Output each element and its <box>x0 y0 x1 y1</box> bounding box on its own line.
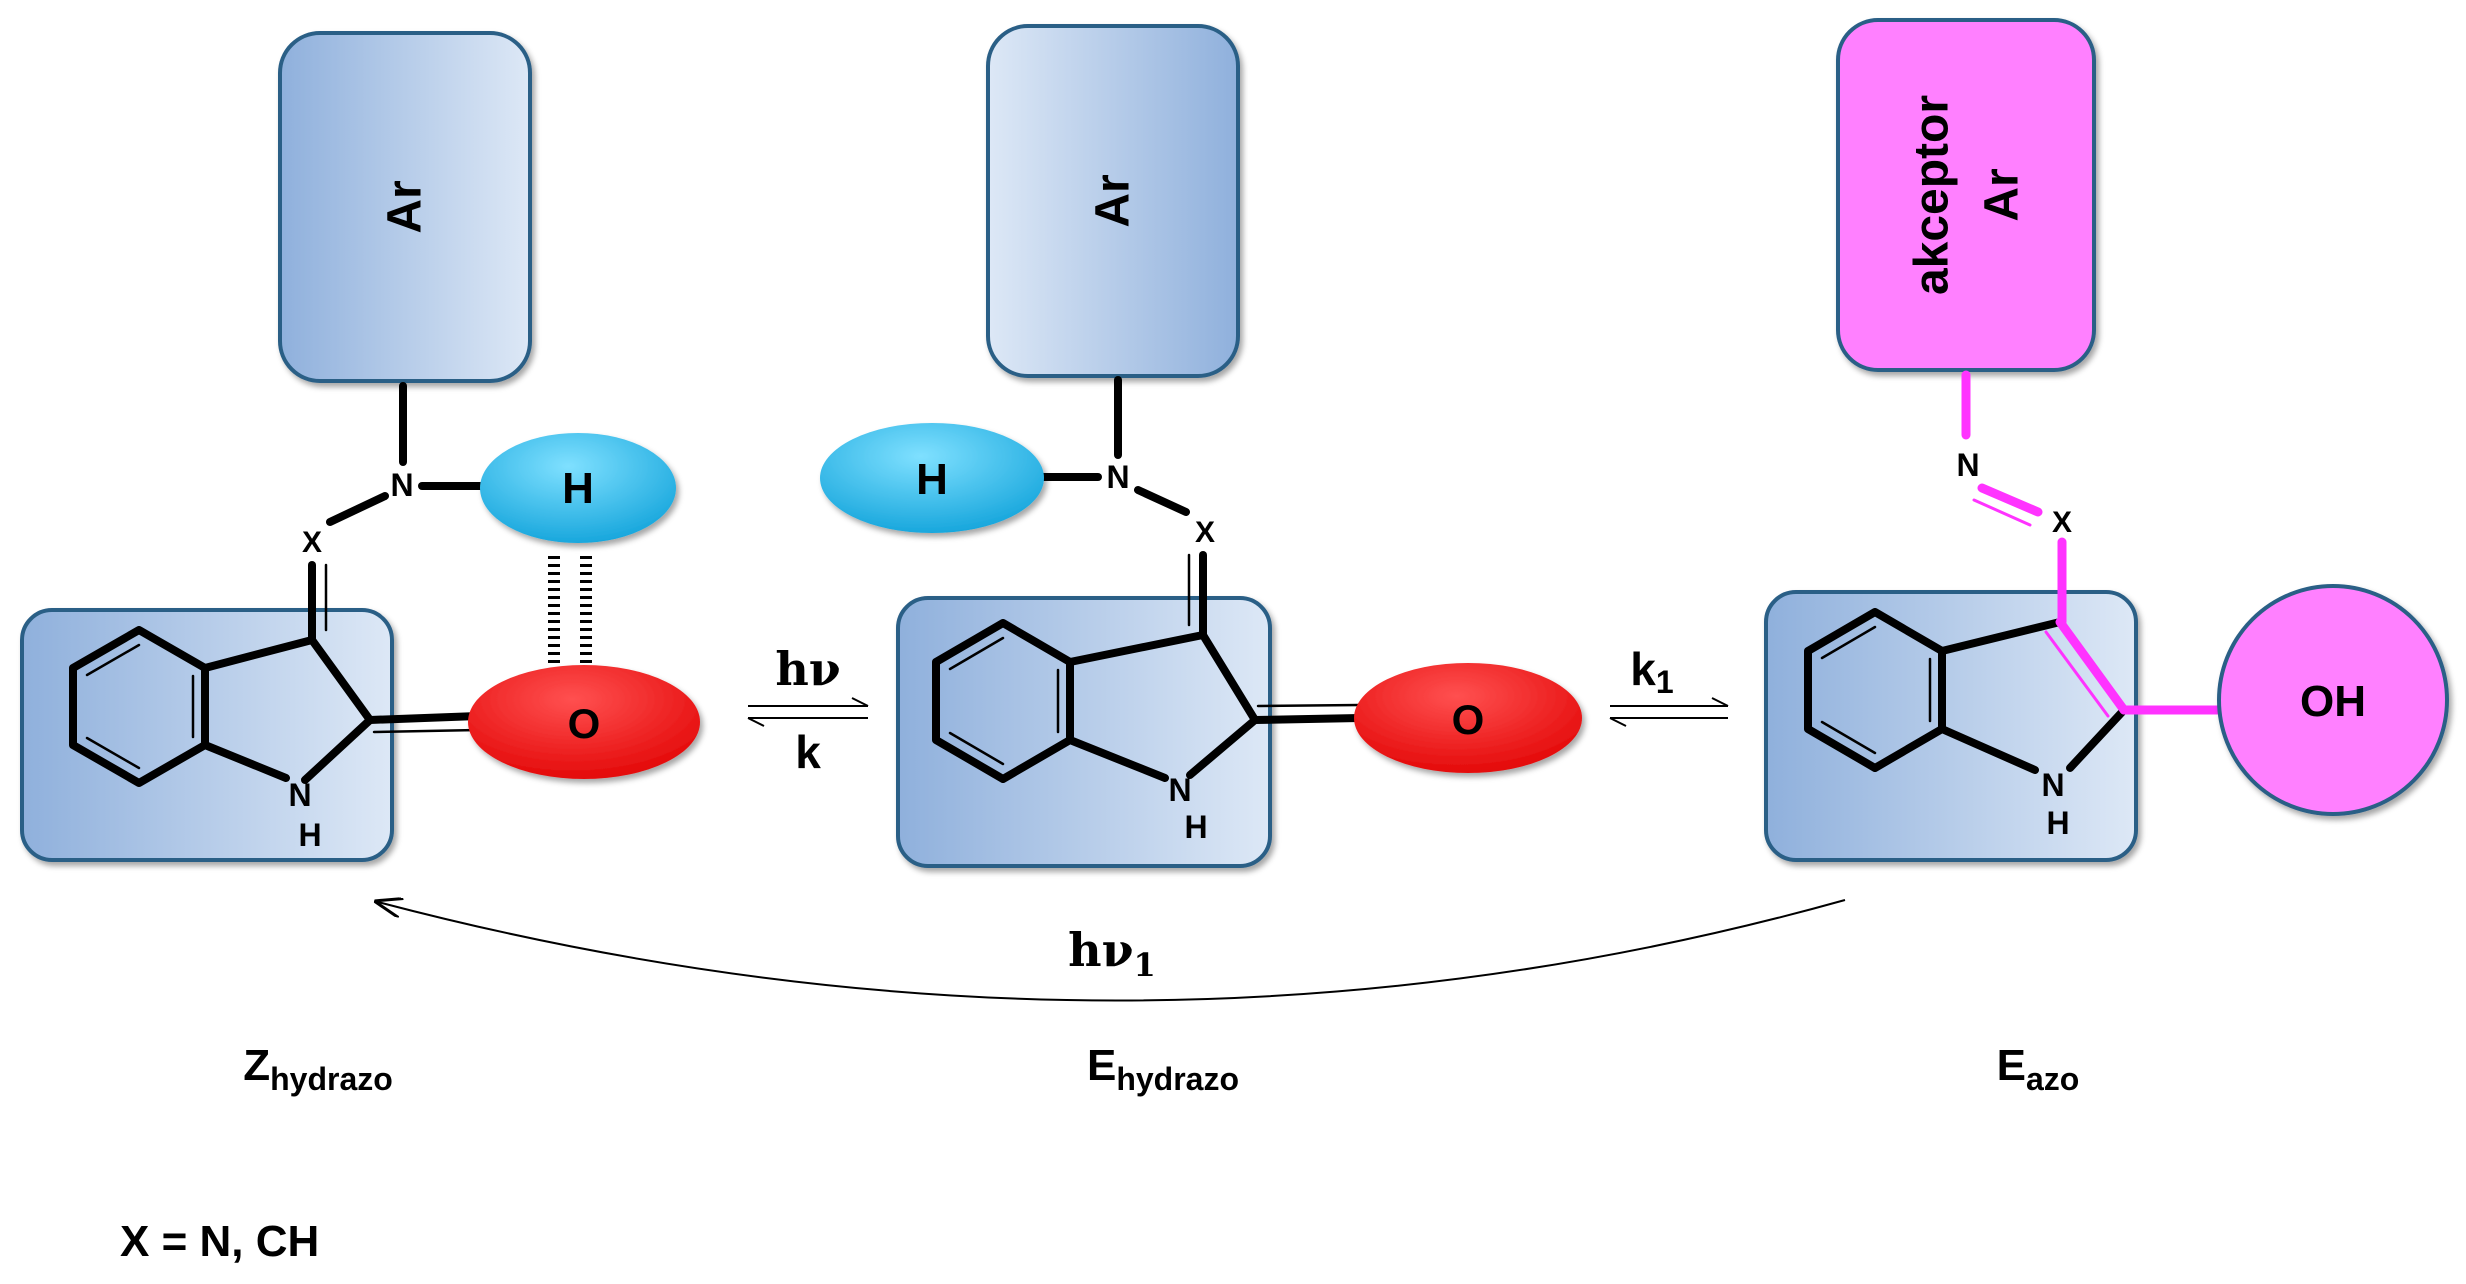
nh-h-atom: H <box>1184 809 1207 845</box>
z-hydrazo-structure: Ar N H X N H O <box>20 31 700 862</box>
z-hydrazo-name: Zhydrazo <box>243 1041 393 1097</box>
indole-skeleton <box>69 626 374 787</box>
azo-linkage <box>1961 370 2225 718</box>
e-hydrazo-structure: Ar N H X N H O <box>820 24 1582 868</box>
hv1-label: hν1 <box>1068 923 1156 984</box>
oxygen-ellipse <box>1354 663 1582 773</box>
indole-box <box>1764 590 2138 862</box>
acceptor-label: akceptor <box>1906 95 1959 295</box>
nh-h-atom: H <box>298 817 321 853</box>
e-azo-name: Eazo <box>1997 1041 2080 1097</box>
k-label: k <box>795 726 821 778</box>
indole-skeleton <box>932 619 1259 783</box>
e-azo-structure: Ar akceptor N H N X OH <box>1764 18 2449 862</box>
n-atom: N <box>1956 447 1979 483</box>
k1-label: k1 <box>1630 643 1673 700</box>
hydroxyl-circle <box>2217 584 2449 816</box>
hydrogen-ellipse <box>480 433 676 543</box>
ar-label: Ar <box>1976 168 2029 221</box>
return-arrow: hν1 <box>378 900 1846 1002</box>
c-o-double-bond <box>1251 714 1364 724</box>
footnote: X = N, CH <box>120 1217 319 1266</box>
c-o-double-bond <box>366 712 482 724</box>
x-atom: X <box>2052 506 2072 539</box>
ar-acceptor-box <box>1836 18 2096 372</box>
n-atom: N <box>390 467 413 503</box>
nh-n-atom: N <box>1168 772 1191 808</box>
e-hydrazo-name: Ehydrazo <box>1087 1041 1239 1097</box>
nh-h-atom: H <box>2046 805 2069 841</box>
ar-box <box>278 31 532 383</box>
oxygen-label: O <box>568 700 601 747</box>
hydrogen-label: H <box>916 455 948 504</box>
equilibrium-1: hν k <box>747 642 869 778</box>
hydrogen-bond-dash <box>548 556 592 668</box>
hydrogen-ellipse <box>820 423 1044 533</box>
nh-n-atom: N <box>2041 767 2064 803</box>
hv-label: hν <box>775 642 840 696</box>
ar-label: Ar <box>379 180 432 233</box>
ar-box <box>986 24 1240 378</box>
ar-label: Ar <box>1087 174 1140 227</box>
n-atom: N <box>1106 459 1129 495</box>
indole-skeleton <box>1804 608 2128 774</box>
oxygen-ellipse <box>468 665 700 779</box>
oxygen-label: O <box>1452 696 1485 743</box>
hydroxyl-label: OH <box>2300 677 2366 726</box>
equilibrium-2: k1 <box>1609 643 1729 727</box>
x-atom: X <box>1195 516 1215 549</box>
x-atom: X <box>302 526 322 559</box>
hydrogen-label: H <box>562 464 594 513</box>
indole-box <box>896 596 1272 868</box>
nh-n-atom: N <box>288 777 311 813</box>
